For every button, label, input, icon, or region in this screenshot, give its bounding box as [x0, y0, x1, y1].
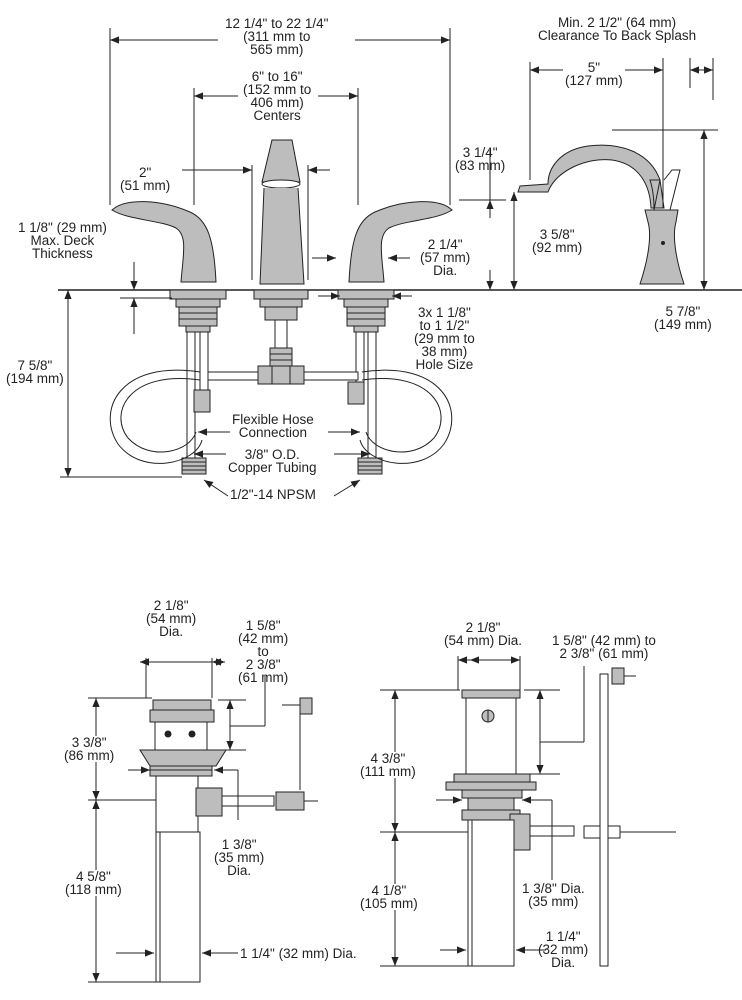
- outlet-to-top-label: 3 1/4"(83 mm): [455, 145, 506, 173]
- spout-base-dia-label: 2 1/4"(57 mm)Dia.: [420, 237, 471, 278]
- left-handle: [111, 201, 217, 283]
- right-hose-loop: [361, 378, 442, 453]
- drain-right-tail-dia-label: 1 1/4"(32 mm)Dia.: [538, 929, 589, 970]
- drain-right-lower-height-label: 4 1/8"(105 mm): [358, 883, 420, 911]
- drain-left-body-dia-label: 1 3/8"(35 mm)Dia.: [214, 837, 265, 878]
- drain-right-assembly: [445, 667, 676, 967]
- spout-side-view: [517, 144, 685, 285]
- below-deck-depth-label: 7 5/8"(194 mm): [4, 358, 66, 386]
- overall-height-label: 5 7/8"(149 mm): [654, 304, 712, 332]
- right-handle: [348, 201, 453, 283]
- right-valve-body: [337, 289, 395, 475]
- copper-tubing-label: 3/8" O.D.Copper Tubing: [226, 447, 319, 475]
- left-valve-body: [169, 289, 227, 475]
- center-valve-body: [253, 289, 309, 369]
- faucet-dimensions: [60, 28, 451, 497]
- left-hose-loop: [120, 378, 201, 453]
- drain-left-tail-dia-label: 1 1/4" (32 mm) Dia.: [240, 946, 357, 961]
- drain-left-dimensions: [88, 658, 266, 983]
- thread-label: 1/2"-14 NPSM: [230, 487, 316, 502]
- back-clearance-label: Min. 2 1/2" (64 mm)Clearance To Back Spl…: [538, 15, 697, 43]
- drain-right-upper-height-label: 4 3/8"(111 mm): [358, 751, 418, 779]
- drain-left-lower-height-label: 4 5/8"(118 mm): [63, 869, 124, 897]
- drain-right-body-dia-label: 1 3/8" Dia.(35 mm): [522, 881, 585, 909]
- reach-label: 5"(127 mm): [563, 60, 625, 88]
- drain-right-top-dia-label: 2 1/8"(54 mm) Dia.: [444, 620, 523, 648]
- center-spout: [259, 139, 305, 285]
- drain-left-upper-height-label: 3 3/8"(86 mm): [62, 735, 117, 763]
- handle-width-label: 2"(51 mm): [120, 165, 171, 193]
- outlet-height-label: 3 5/8"(92 mm): [530, 227, 585, 255]
- drain-left-top-dia-label: 2 1/8"(54 mm)Dia.: [146, 598, 197, 639]
- supply-tee: [207, 365, 359, 385]
- drain-left-assembly: [139, 697, 318, 983]
